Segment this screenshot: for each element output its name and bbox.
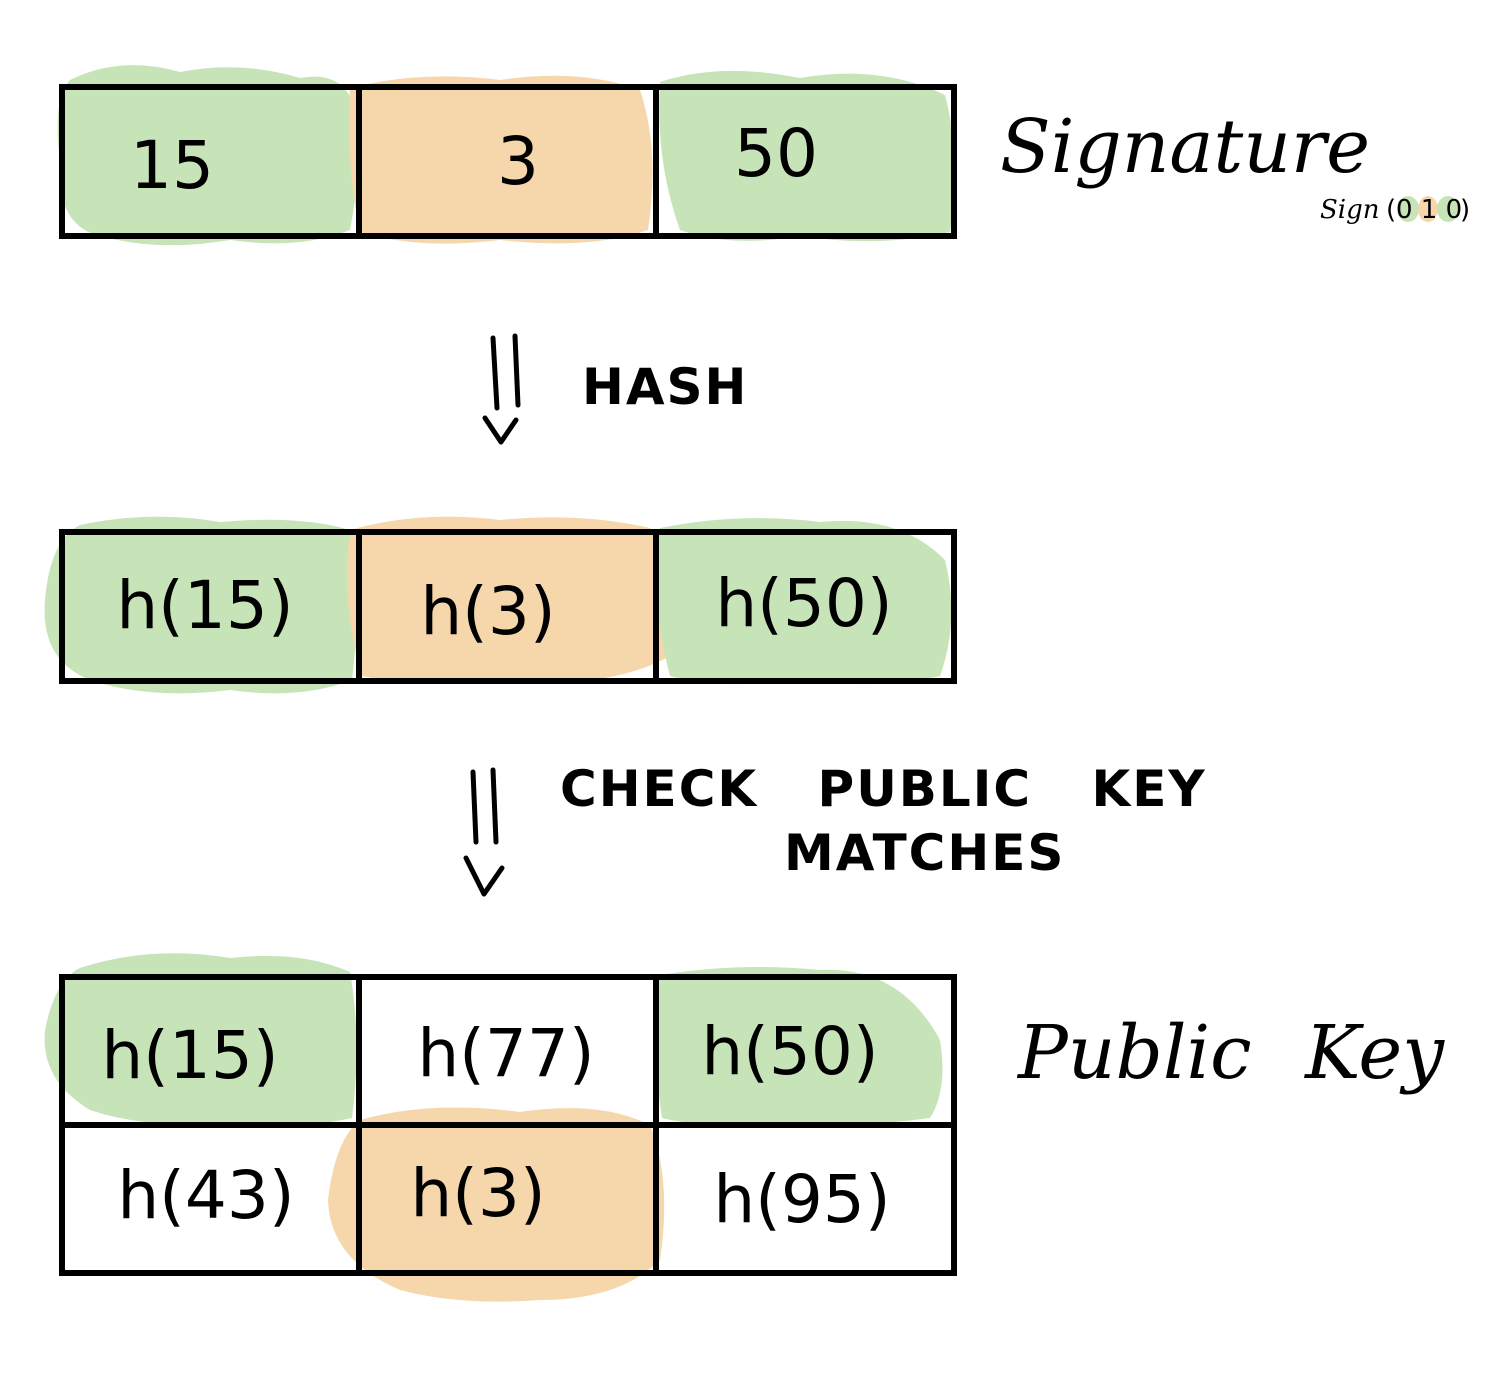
hashed-value: h(15) bbox=[116, 567, 293, 644]
highlight-orange bbox=[328, 1107, 665, 1302]
public-key-value: h(95) bbox=[713, 1161, 890, 1238]
highlight-orange bbox=[346, 516, 682, 684]
highlight-green bbox=[659, 70, 955, 242]
hashed-value: h(50) bbox=[715, 565, 892, 642]
signature-value: 15 bbox=[130, 127, 214, 204]
bit-highlight-orange bbox=[1418, 196, 1438, 222]
highlight-green bbox=[656, 518, 952, 685]
public-key-value: h(3) bbox=[410, 1155, 545, 1232]
hash-step: HASH bbox=[482, 333, 748, 445]
public-key-value: h(15) bbox=[101, 1017, 278, 1094]
highlight-green bbox=[655, 966, 943, 1125]
signature-box-outline bbox=[59, 84, 957, 239]
signature-value: 50 bbox=[734, 115, 818, 192]
highlight-orange bbox=[348, 75, 653, 244]
hashed-highlights bbox=[44, 516, 952, 694]
signature-value: 3 bbox=[497, 123, 539, 200]
bit-highlight-green bbox=[1437, 196, 1459, 222]
hashed-box-outline bbox=[59, 529, 957, 684]
signature-label: Signature bbox=[1000, 104, 1370, 190]
signature-row: 15 3 50 Signature Sign ( 0 1 0 ) bbox=[57, 65, 1470, 246]
bit-highlight-green bbox=[1397, 196, 1419, 222]
check-step-label-line2: MATCHES bbox=[784, 824, 1065, 882]
hashed-row: h(15) h(3) h(50) bbox=[44, 516, 957, 694]
highlight-green bbox=[57, 65, 358, 246]
signature-highlights bbox=[57, 65, 955, 246]
public-key-value: h(43) bbox=[117, 1157, 294, 1234]
public-key-value: h(77) bbox=[417, 1015, 594, 1092]
paren-open: ( bbox=[1386, 195, 1396, 225]
public-key-grid: h(15) h(77) h(50) h(43) h(3) h(95) Publi… bbox=[44, 953, 1445, 1302]
hash-step-label: HASH bbox=[582, 358, 748, 416]
check-step: CHECK PUBLIC KEY MATCHES bbox=[463, 760, 1207, 897]
hashed-value: h(3) bbox=[420, 573, 555, 650]
message-bits: 0 1 0 bbox=[1396, 195, 1462, 225]
paren-close: ) bbox=[1460, 195, 1470, 225]
highlight-green bbox=[44, 953, 357, 1126]
public-key-value: h(50) bbox=[701, 1013, 878, 1090]
double-arrow-down-icon bbox=[463, 767, 505, 897]
double-arrow-down-icon bbox=[482, 333, 521, 445]
sign-call-annotation: Sign ( 0 1 0 ) bbox=[1320, 195, 1470, 225]
check-step-label-line1: CHECK PUBLIC KEY bbox=[560, 760, 1207, 818]
public-key-label: Public Key bbox=[1016, 1010, 1445, 1096]
highlight-green bbox=[44, 516, 357, 694]
sign-call-label: Sign bbox=[1320, 195, 1380, 225]
public-key-highlights bbox=[44, 953, 943, 1302]
